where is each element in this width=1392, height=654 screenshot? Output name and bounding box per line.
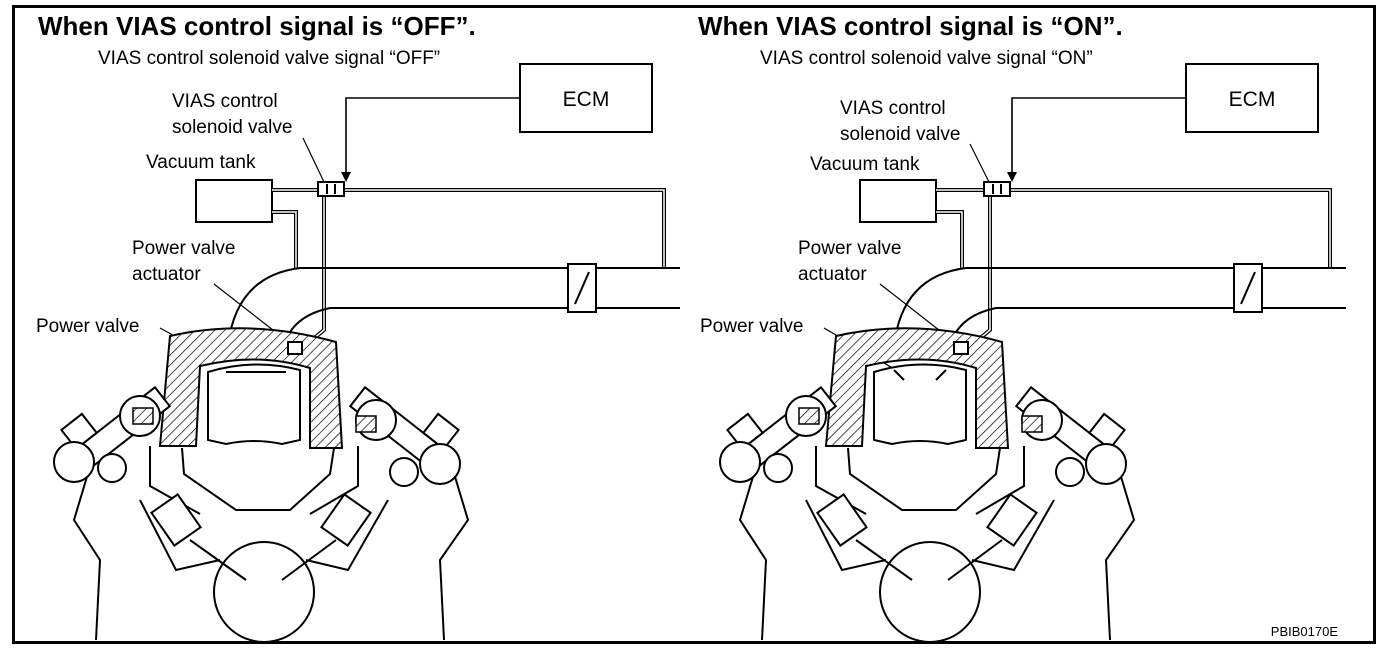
left-injector <box>798 407 820 425</box>
signal-label: VIAS control solenoid valve signal “OFF” <box>98 48 440 69</box>
vacuum-tank-label: Vacuum tank <box>810 154 920 175</box>
left-injector <box>132 407 154 425</box>
figure-code: PBIB0170E <box>1271 624 1339 639</box>
vacuum-tank-label: Vacuum tank <box>146 152 256 173</box>
ecm-signal-wire <box>345 97 520 180</box>
intake-collector <box>824 327 1010 449</box>
signal-arrowhead <box>341 172 351 182</box>
actuator-label-line2: actuator <box>798 264 867 285</box>
vacuum-line-to-intake <box>1010 188 1332 268</box>
power-valve-actuator <box>953 341 969 355</box>
solenoid-label-line1: VIAS control <box>840 98 946 119</box>
ecm-label: ECM <box>563 88 610 111</box>
intake-duct-bottom <box>283 307 680 347</box>
collector-chamber <box>207 363 301 446</box>
vacuum-tank <box>195 179 273 223</box>
right-injector <box>355 415 377 433</box>
crankcase <box>213 541 315 643</box>
power-valve-actuator <box>287 341 303 355</box>
panel-off: When VIAS control signal is “OFF”. VIAS … <box>36 11 680 643</box>
actuator-label-line1: Power valve <box>132 238 236 259</box>
panel-on: When VIAS control signal is “ON”. VIAS c… <box>698 11 1346 643</box>
solenoid-leader <box>302 137 325 183</box>
tank-drop-line <box>272 210 298 268</box>
panel-title: When VIAS control signal is “ON”. <box>698 11 1123 41</box>
actuator-line <box>964 196 992 352</box>
panel-title: When VIAS control signal is “OFF”. <box>38 11 476 41</box>
figure-frame <box>12 5 1376 644</box>
tank-drop-line <box>936 210 964 268</box>
solenoid-label-line2: solenoid valve <box>840 124 960 145</box>
signal-label: VIAS control solenoid valve signal “ON” <box>760 48 1093 69</box>
solenoid-label-line1: VIAS control <box>172 91 278 112</box>
power-valve-label: Power valve <box>700 316 804 337</box>
ecm-label: ECM <box>1229 88 1276 111</box>
power-valve-open-right <box>935 369 947 381</box>
ecm-signal-wire <box>1011 97 1186 180</box>
vacuum-tank <box>859 179 937 223</box>
throttle-plate <box>1240 271 1256 305</box>
throttle-plate <box>574 271 590 305</box>
ecm-box <box>519 63 653 133</box>
throttle-body <box>567 263 597 313</box>
intake-duct-bottom <box>949 307 1346 347</box>
solenoid-leader <box>969 143 991 185</box>
crankcase <box>879 541 981 643</box>
actuator-label-line2: actuator <box>132 264 201 285</box>
solenoid-valve <box>983 181 1011 197</box>
signal-arrowhead <box>1007 172 1017 182</box>
actuator-label-line1: Power valve <box>798 238 902 259</box>
solenoid-valve <box>317 181 345 197</box>
actuator-line <box>298 196 326 352</box>
power-valve-label: Power valve <box>36 316 140 337</box>
collector-chamber <box>873 363 967 446</box>
right-injector <box>1021 415 1043 433</box>
ecm-box <box>1185 63 1319 133</box>
intake-collector <box>158 327 344 449</box>
power-valve-open-left <box>893 369 905 381</box>
vacuum-line-to-intake <box>344 188 666 268</box>
solenoid-label-line2: solenoid valve <box>172 117 292 138</box>
